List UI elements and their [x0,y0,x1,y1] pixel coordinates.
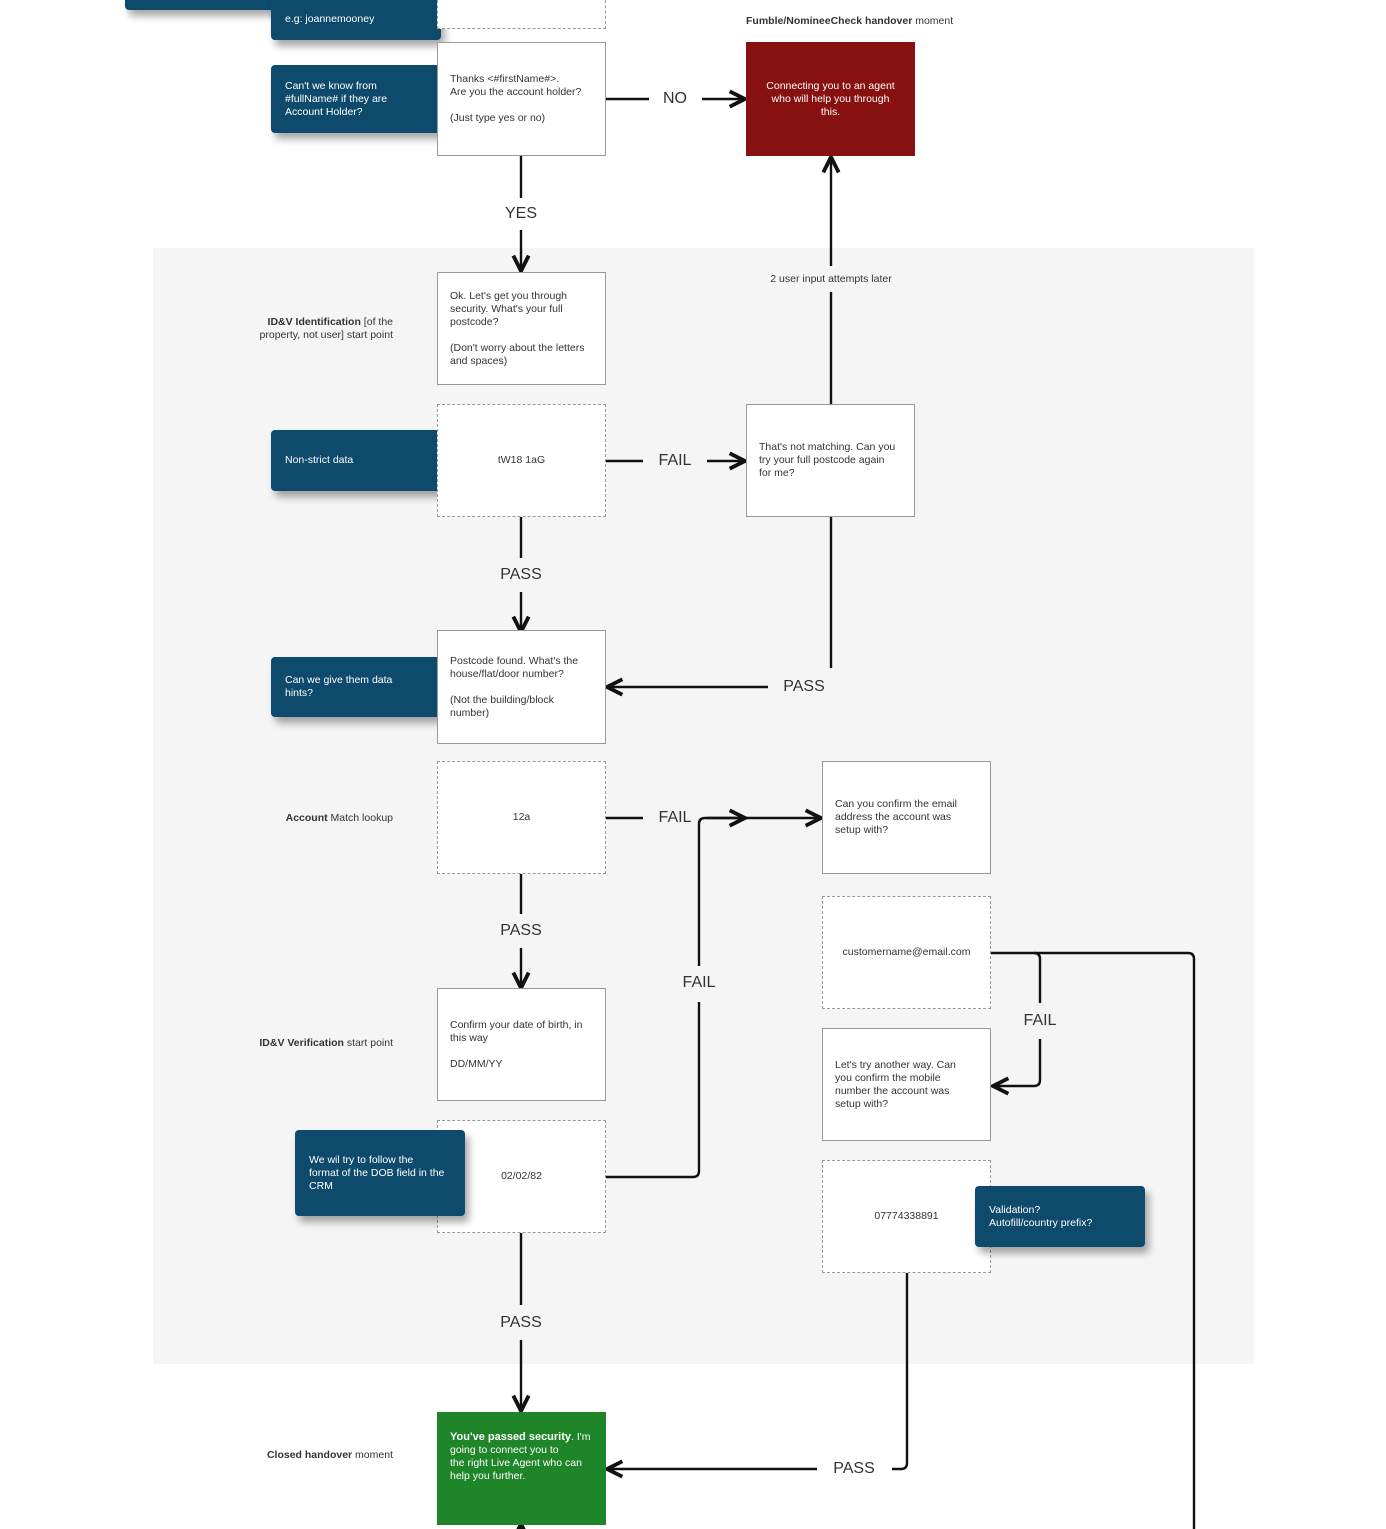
side-idv-identification-bold: ID&V Identification [267,316,361,328]
input-house: 12a [437,761,606,874]
label-yes: YES [504,205,537,222]
note-validation: Validation? Autofill/country prefix? [975,1186,1145,1247]
box-account-holder-question: Thanks <#firstName#>. Are you the accoun… [437,42,606,156]
box-house-number-text: Postcode found. What's the house/flat/do… [450,654,579,719]
label-attempts: 2 user input attempts later [752,273,910,285]
input-mobile: 07774338891 [822,1160,991,1273]
side-closed-handover: Closed handover moment [213,1449,393,1462]
box-house-number: Postcode found. What's the house/flat/do… [437,630,606,744]
box-postcode-retry: That's not matching. Can you try your fu… [746,404,915,517]
input-dob-text: 02/02/82 [501,1170,542,1182]
box-passed-security-bold: You've passed security [450,1431,572,1443]
input-email-text: customername@email.com [842,946,971,958]
box-postcode-retry-text: That's not matching. Can you try your fu… [759,441,896,479]
label-fail-dob: FAIL [682,974,716,991]
input-postcode: tW18 1aG [437,404,606,517]
box-passed-security-rest: . I'm going to connect you to the right … [450,1431,591,1482]
note-example-name-text: e.g: joannemooney [285,13,375,25]
label-pass-mobile: PASS [833,1460,875,1477]
side-idv-verification-bold: ID&V Verification [259,1037,344,1049]
note-account-holder: Can't we know from #fullName# if they ar… [271,65,441,133]
box-mobile-ask-text: Let's try another way. Can you confirm t… [835,1058,956,1110]
side-idv-identification: ID&V Identification [of the property, no… [213,316,393,342]
label-pass-house: PASS [500,922,542,939]
top-input-box [437,0,606,29]
input-house-text: 12a [512,811,531,823]
box-account-holder-text: Thanks <#firstName#>. Are you the accoun… [450,73,582,124]
side-idv-identification-rest: [of the property, not user] start point [259,316,393,341]
side-account-match: Account Match lookup [213,812,393,825]
box-passed-security: You've passed security. I'm going to con… [437,1412,606,1525]
note-data-hints-text: Can we give them data hints? [285,674,393,699]
note-account-holder-text: Can't we know from #fullName# if they ar… [285,79,388,118]
box-email-ask: Can you confirm the email address the ac… [822,761,991,874]
label-fail-house: FAIL [658,809,692,826]
input-postcode-text: tW18 1aG [497,454,546,466]
box-agent-connect: Connecting you to an agent who will help… [746,42,915,156]
box-postcode-ask: Ok. Let's get you through security. What… [437,272,606,385]
fumble-handover-bold: Fumble/NomineeCheck handover [746,15,913,27]
label-no: NO [663,90,687,107]
note-example-name: e.g: joannemooney [271,0,441,40]
label-pass-dob: PASS [500,1314,542,1331]
fumble-handover-caption: Fumble/NomineeCheck handover moment [746,15,953,27]
label-fail-email: FAIL [1023,1012,1057,1029]
label-fail-postcode: FAIL [658,452,692,469]
side-account-match-bold: Account [285,812,328,824]
label-pass-retry: PASS [772,678,836,696]
note-data-hints: Can we give them data hints? [271,657,441,717]
input-email: customername@email.com [822,896,991,1009]
note-top-cutoff [125,0,305,10]
box-postcode-ask-text: Ok. Let's get you through security. What… [450,289,585,367]
side-account-match-rest: Match lookup [327,812,393,824]
note-non-strict-text: Non-strict data [285,454,354,466]
side-idv-verification-rest: start point [343,1037,393,1049]
fumble-handover-rest: moment [915,15,954,27]
side-closed-handover-bold: Closed handover [266,1449,353,1461]
box-agent-connect-text: Connecting you to an agent who will help… [766,79,895,118]
box-email-ask-text: Can you confirm the email address the ac… [835,798,957,836]
side-closed-handover-rest: moment [352,1449,393,1461]
note-validation-text: Validation? Autofill/country prefix? [989,1203,1093,1229]
label-pass-postcode: PASS [500,566,542,583]
note-non-strict: Non-strict data [271,430,441,491]
box-dob-ask-text: Confirm your date of birth, in this way … [450,1018,583,1070]
input-mobile-text: 07774338891 [874,1210,939,1222]
note-dob-format: We wil try to follow the format of the D… [295,1130,465,1216]
note-dob-format-text: We wil try to follow the format of the D… [309,1153,445,1192]
side-idv-verification: ID&V Verification start point [213,1037,393,1050]
box-mobile-ask: Let's try another way. Can you confirm t… [822,1028,991,1141]
box-dob-ask: Confirm your date of birth, in this way … [437,988,606,1101]
